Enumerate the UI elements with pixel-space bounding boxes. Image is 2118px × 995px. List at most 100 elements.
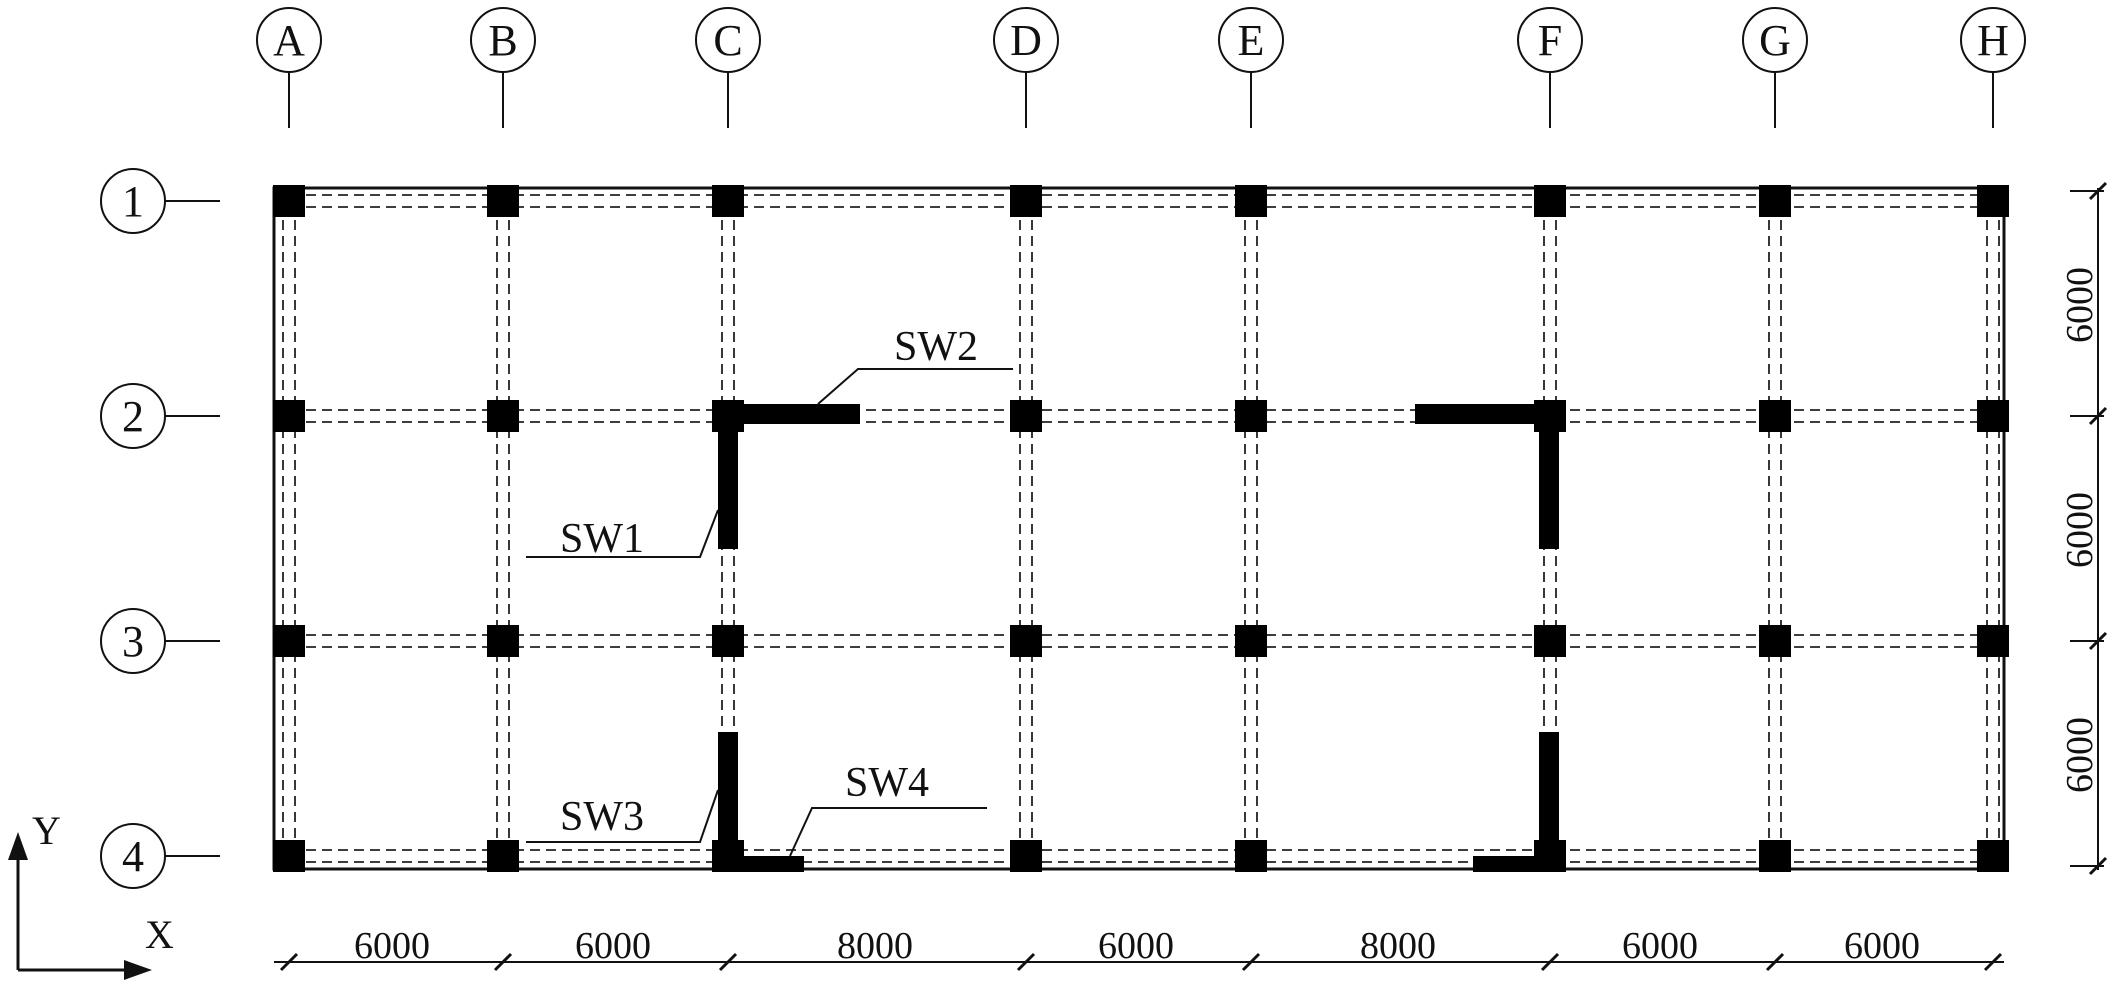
axis-label-c: C [713,16,742,65]
axis-bubble-a: A [256,7,322,73]
wall-label-sw2: SW2 [894,324,978,370]
axis-x-label: X [145,912,174,957]
axis-label-2: 2 [122,392,144,441]
axis-label-d: D [1010,16,1042,65]
axis-bubble-d: D [993,7,1059,73]
axis-label-h: H [1977,16,2009,65]
shear-wall-f2-vertical [1539,404,1559,549]
column-d2 [1010,400,1042,432]
column-e2 [1235,400,1267,432]
column-c1 [712,185,744,217]
axis-bubble-e: E [1218,7,1284,73]
span-label-gh: 6000 [1844,925,1920,967]
column-c2 [712,400,744,432]
axis-bubble-4: 4 [100,823,166,889]
sw2-leader [817,368,1013,405]
dim-tick-a [279,952,299,972]
columns [273,185,2009,872]
axis-label-4: 4 [122,832,144,881]
axis-y-label: Y [32,808,61,853]
axis-bubble-1: 1 [100,168,166,234]
column-a3 [273,625,305,657]
sw4-leader [789,807,987,857]
span-label-bc: 6000 [575,925,651,967]
column-b3 [487,625,519,657]
column-c4 [712,840,744,872]
column-d4 [1010,840,1042,872]
axis-bubble-b: B [470,7,536,73]
dim-tick-d [1016,952,1036,972]
beam-lines [274,188,2004,869]
shear-wall-sw3-c4 [718,732,738,870]
axis-bubble-f: F [1517,7,1583,73]
axis-label-3: 3 [122,617,144,666]
column-c3 [712,625,744,657]
dimension-labels-y: 6000 6000 6000 [2059,267,2101,793]
wall-labels [526,368,1013,857]
column-b2 [487,400,519,432]
column-e3 [1235,625,1267,657]
column-a4 [273,840,305,872]
span-label-ab: 6000 [354,925,430,967]
span-label-34: 6000 [2059,717,2101,793]
column-g4 [1759,840,1791,872]
span-label-cd: 8000 [837,925,913,967]
dim-tick-c [718,952,738,972]
span-label-de: 6000 [1098,925,1174,967]
dim-tick-e [1241,952,1261,972]
axis-bubble-g: G [1742,7,1808,73]
shear-wall-f4-vertical [1539,732,1559,870]
dimension-ticks-x [279,952,2003,972]
column-a1 [273,185,305,217]
span-label-ef: 8000 [1360,925,1436,967]
wall-label-sw4: SW4 [845,760,929,806]
column-h1 [1977,185,2009,217]
axis-leader-lines [165,72,1994,857]
column-f2 [1534,400,1566,432]
axis-label-a: A [273,16,305,65]
span-label-12: 6000 [2059,267,2101,343]
coordinate-axes-icon [8,832,152,980]
shear-wall-sw2-c2 [718,404,860,424]
column-g2 [1759,400,1791,432]
column-e4 [1235,840,1267,872]
axis-bubble-c: C [695,7,761,73]
column-h2 [1977,400,2009,432]
wall-label-sw3: SW3 [560,794,644,840]
axis-bubble-3: 3 [100,608,166,674]
column-a2 [273,400,305,432]
axis-label-b: B [488,16,517,65]
axis-label-e: E [1238,16,1265,65]
span-label-23: 6000 [2059,492,2101,568]
column-f3 [1534,625,1566,657]
sw1-leader [526,509,719,558]
axis-label-g: G [1759,16,1791,65]
span-label-fg: 6000 [1622,925,1698,967]
column-d1 [1010,185,1042,217]
column-h3 [1977,625,2009,657]
sw3-leader [526,789,719,843]
column-e1 [1235,185,1267,217]
column-f1 [1534,185,1566,217]
column-d3 [1010,625,1042,657]
axis-label-f: F [1538,16,1562,65]
column-b1 [487,185,519,217]
dim-tick-b [493,952,513,972]
axis-bubble-2: 2 [100,383,166,449]
axis-label-1: 1 [122,177,144,226]
shear-wall-sw1-c2 [718,404,738,549]
column-g1 [1759,185,1791,217]
column-g3 [1759,625,1791,657]
dimension-labels-x: 6000 6000 8000 6000 8000 6000 6000 [354,925,1920,967]
dim-tick-h [1983,952,2003,972]
axis-bubble-h: H [1960,7,2026,73]
axis-bubbles-y: 1 2 3 4 [100,168,166,889]
column-f4 [1534,840,1566,872]
dim-tick-g [1765,952,1785,972]
dim-tick-f [1540,952,1560,972]
column-b4 [487,840,519,872]
axis-bubbles-x: A B C D E F G H [256,7,2026,73]
shear-wall-f2-horizontal [1415,404,1557,424]
column-h4 [1977,840,2009,872]
